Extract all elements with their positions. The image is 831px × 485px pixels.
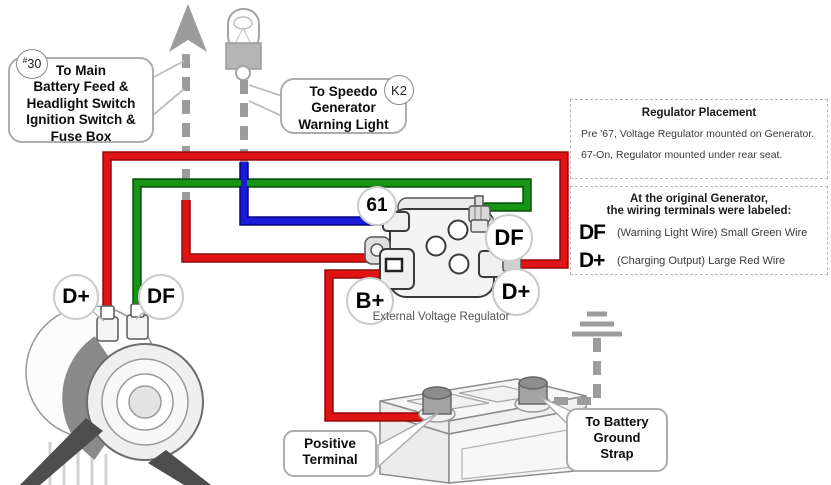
wire-green-df [134,180,530,314]
callout-line: Fuse Box [50,128,112,144]
callout-line: Ground [593,429,641,445]
label-text: D+ [501,279,531,304]
wire-red-30 [183,200,390,261]
infobox-line: 67-On, Regulator mounted under rear seat… [581,149,783,161]
up-arrow-icon [169,4,207,52]
label-text: DF [494,225,524,250]
callout-line: Warning Light [298,116,389,132]
regulator-bplus-label: B+ [346,277,394,325]
wire-ground-dashed [552,338,601,405]
label-text: B+ [355,288,385,313]
badge-text: K2 [391,82,407,98]
terminal-30-badge: #30 [16,49,48,79]
callout-line: Battery Feed & [33,79,129,95]
callout-line: Generator [311,100,376,116]
badge-hash: # [22,55,28,65]
infobox-line: Pre '67, Voltage Regulator mounted on Ge… [581,128,815,140]
callout-line: To Main [56,63,106,78]
callout-line: To Battery [585,414,649,429]
generator-df-label: DF [138,274,184,320]
wire-red-battery [326,271,433,420]
wire-red-dplus [104,153,567,314]
wire-blue-61 [241,162,392,224]
callout-battery-ground-strap: To Battery Ground Strap [566,408,668,472]
callout-line: To Speedo [309,84,378,99]
infobox-regulator-placement: Regulator Placement Pre '67, Voltage Reg… [570,99,828,179]
callout-line: Positive [304,436,356,451]
regulator-dplus-label: D+ [492,268,540,316]
terminal-desc: (Charging Output) Large Red Wire [617,255,786,267]
callout-line: Terminal [302,452,358,468]
warning-light-bulb-icon [225,8,262,81]
terminal-name: D+ [579,249,605,272]
ground-symbol [572,311,622,337]
regulator-terminal-df [468,195,491,233]
k2-badge: K2 [384,75,414,105]
regulator-df-label: DF [485,214,533,262]
label-text: D+ [62,285,90,308]
callout-line: Ignition Switch & [26,112,136,128]
infobox-title: Regulator Placement [641,107,757,119]
infobox-title: the wiring terminals were labeled: [606,205,792,217]
terminal-name: DF [579,221,606,244]
callout-positive-terminal: Positive Terminal [283,430,377,477]
terminal-entry: DF (Warning Light Wire) Small Green Wire [579,221,827,245]
label-text: DF [147,285,175,308]
callout-line: Headlight Switch [26,95,136,111]
terminal-entry: D+ (Charging Output) Large Red Wire [579,249,827,273]
label-text: 61 [366,195,388,216]
callout-line: Strap [600,445,634,461]
badge-number: 30 [27,57,42,71]
battery-terminals [418,376,552,423]
infobox-original-terminals: At the original Generator, the wiring te… [570,186,828,275]
regulator-caption: External Voltage Regulator [372,311,510,323]
infobox-title: At the original Generator, [629,193,769,205]
belt [20,418,211,485]
wires [102,151,569,422]
regulator-illustration [364,195,522,298]
generator-dplus-label: D+ [53,274,99,320]
terminal-desc: (Warning Light Wire) Small Green Wire [617,227,808,239]
regulator-61-label: 61 [357,186,397,226]
generator-illustration [20,305,211,485]
